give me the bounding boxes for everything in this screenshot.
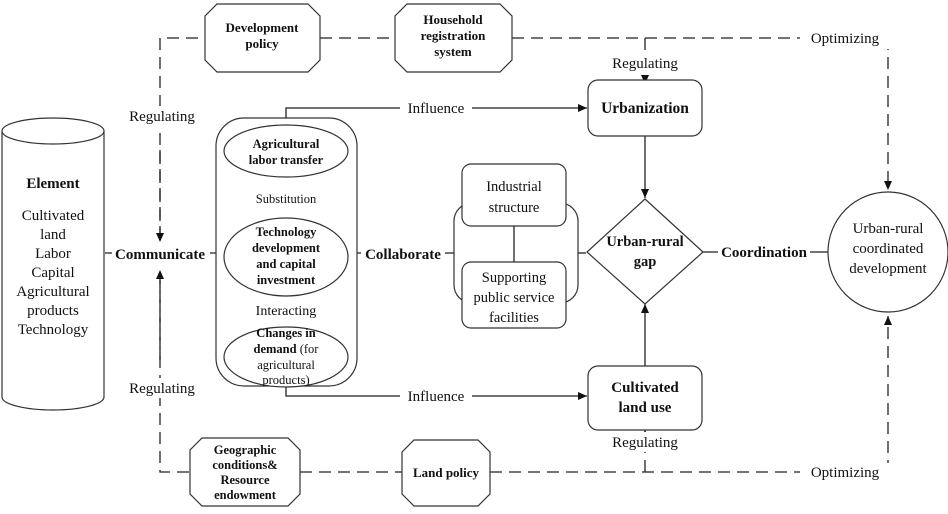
optimizing-top-label: Optimizing — [811, 31, 880, 47]
land-use-line: land use — [619, 400, 672, 416]
coordination-label: Coordination — [721, 245, 808, 261]
structure-bracket: Industrial structure Supporting public s… — [453, 163, 579, 329]
substitution-label: Substitution — [256, 192, 317, 206]
household-registration-line: system — [434, 44, 472, 59]
coordinated-line: development — [849, 261, 927, 277]
gap-line: gap — [634, 254, 657, 270]
element-item: products — [27, 303, 79, 319]
demand-rest-part: (for — [297, 342, 320, 356]
element-item: Agricultural — [16, 284, 89, 300]
household-registration-line: Household — [423, 12, 483, 27]
technology-development-node — [223, 217, 349, 297]
element-title: Element — [26, 176, 79, 192]
coordinated-line: Urban-rural — [853, 221, 924, 237]
public-service-line: facilities — [489, 310, 539, 326]
coordinated-development-circle: Urban-rural coordinated development — [827, 191, 948, 313]
tech-dev-line: investment — [257, 273, 316, 287]
urbanization-label: Urbanization — [601, 100, 689, 117]
agri-labor-line: labor transfer — [249, 153, 324, 167]
geographic-conditions-line: conditions& — [212, 458, 277, 472]
demand-line: products) — [262, 373, 309, 387]
urbanization-box: Urbanization — [587, 79, 703, 137]
industrial-structure-box — [461, 163, 567, 227]
land-use-line: Cultivated — [611, 380, 679, 396]
geographic-conditions-line: endowment — [214, 488, 277, 502]
element-item: Labor — [35, 246, 71, 262]
public-service-line: public service — [474, 290, 555, 306]
geographic-conditions-line: Geographic — [214, 443, 277, 457]
element-item: Technology — [18, 322, 89, 338]
demand-line: Changes in — [256, 326, 315, 340]
development-policy-line: policy — [245, 36, 279, 51]
public-service-box — [461, 261, 567, 329]
tech-dev-line: development — [252, 241, 321, 255]
development-policy-box: Development policy — [204, 3, 321, 73]
influence-bottom-label: Influence — [408, 389, 465, 405]
demand-line: demand (for — [254, 342, 320, 356]
geographic-conditions-box: Geographic conditions& Resource endowmen… — [189, 437, 301, 507]
coordinated-line: coordinated — [853, 241, 924, 257]
element-cylinder: Element Cultivated land Labor Capital Ag… — [1, 117, 105, 411]
regulating-urbanization-label: Regulating — [612, 56, 678, 72]
element-item: land — [40, 227, 66, 243]
dashed-left-bottom-line — [159, 280, 190, 473]
industrial-structure-line: structure — [489, 200, 540, 216]
interacting-label: Interacting — [256, 304, 317, 319]
regulating-land-use-label: Regulating — [612, 435, 678, 451]
public-service-line: Supporting — [482, 270, 546, 286]
development-policy-line: Development — [226, 20, 300, 35]
land-policy-label: Land policy — [413, 465, 480, 480]
land-policy-box: Land policy — [401, 439, 491, 507]
geographic-conditions-line: Resource — [220, 473, 270, 487]
gap-line: Urban-rural — [606, 234, 683, 250]
regulating-top-left-label: Regulating — [129, 109, 195, 125]
element-item: Capital — [31, 265, 74, 281]
industrial-structure-line: Industrial — [486, 179, 542, 195]
communicate-label: Communicate — [115, 247, 205, 263]
optimizing-bottom-label: Optimizing — [811, 465, 880, 481]
changes-in-demand-node — [223, 326, 349, 388]
influence-top-label: Influence — [408, 101, 465, 117]
tech-dev-line: and capital — [256, 257, 316, 271]
regulating-bottom-left-label: Regulating — [129, 381, 195, 397]
dashed-left-top-line — [159, 37, 205, 240]
agricultural-labor-transfer-node — [223, 124, 349, 178]
household-registration-line: registration — [421, 28, 487, 43]
agri-labor-line: Agricultural — [253, 137, 320, 151]
cultivated-land-use-box: Cultivated land use — [587, 365, 703, 431]
demand-line: agricultural — [257, 358, 315, 372]
driver-capsule: Agricultural labor transfer Substitution… — [215, 117, 358, 388]
tech-dev-line: Technology — [256, 225, 317, 239]
element-item: Cultivated — [22, 208, 85, 224]
household-registration-box: Household registration system — [394, 3, 513, 73]
collaborate-label: Collaborate — [365, 247, 441, 263]
dashed-connectors — [156, 37, 892, 473]
urban-rural-gap-diamond: Urban-rural gap — [586, 198, 704, 305]
edge-labels: Communicate Collaborate Coordination Reg… — [112, 29, 890, 483]
influence-bottom-arrow — [285, 386, 587, 400]
demand-bold-part: demand — [254, 342, 297, 356]
